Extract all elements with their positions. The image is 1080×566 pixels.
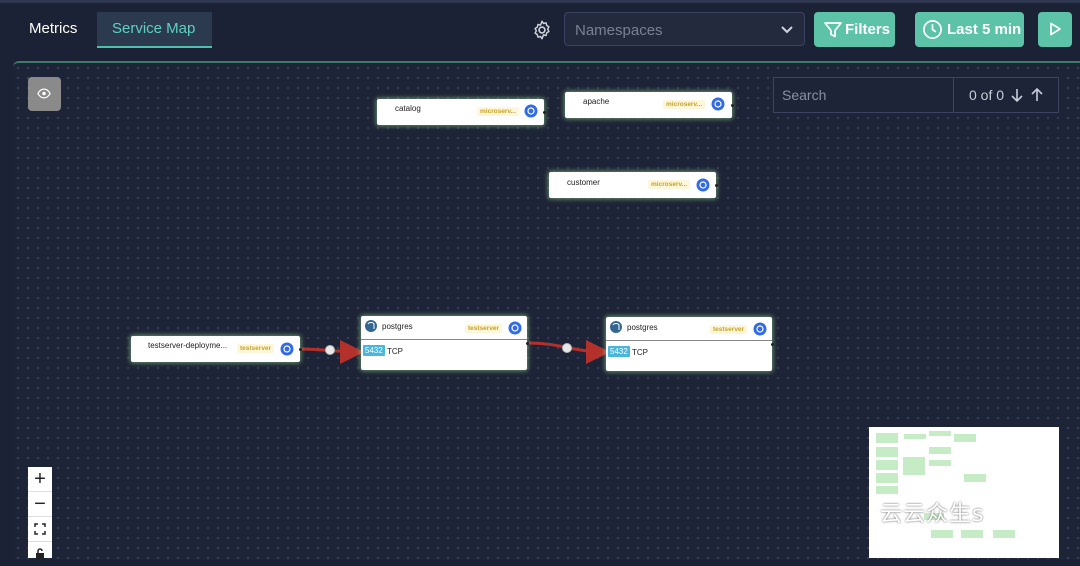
lock-icon xyxy=(36,548,44,559)
connector xyxy=(543,111,546,114)
minimap-node xyxy=(929,460,951,466)
top-border xyxy=(0,0,1080,3)
node-divider xyxy=(361,339,527,340)
tab-service-map[interactable]: Service Map xyxy=(97,12,212,48)
namespace-select[interactable]: Namespaces xyxy=(564,12,805,46)
node-name: customer xyxy=(567,178,600,187)
node-name: testserver-deployme... xyxy=(148,341,228,350)
node-name: apache xyxy=(583,97,610,106)
node-apache[interactable]: apache microserv... xyxy=(565,92,734,118)
minimap-node xyxy=(931,530,953,538)
connector xyxy=(771,343,774,346)
node-name: postgres xyxy=(627,323,658,332)
search-input[interactable] xyxy=(774,78,954,112)
search-result-count: 0 of 0 xyxy=(969,87,1005,103)
node-name: postgres xyxy=(382,322,413,331)
minimap-node xyxy=(964,474,986,482)
play-icon xyxy=(1050,22,1061,36)
kubernetes-icon xyxy=(508,321,522,335)
connector xyxy=(526,342,529,345)
minimap-node xyxy=(903,457,925,475)
fit-view-button[interactable] xyxy=(28,517,52,542)
minimap-node xyxy=(876,460,898,470)
node-divider xyxy=(606,340,772,341)
minimap-node xyxy=(876,433,898,443)
chevron-down-icon xyxy=(781,26,793,34)
protocol-label: TCP xyxy=(632,348,648,357)
node-postgres-1[interactable]: postgres testserver 5432 TCP xyxy=(361,316,529,370)
node-badge: testserver xyxy=(237,344,275,353)
node-customer[interactable]: customer microserv... xyxy=(549,172,718,198)
postgres-icon xyxy=(365,320,377,332)
node-badge: microserv... xyxy=(663,100,706,109)
edge-handle[interactable] xyxy=(562,343,572,353)
minimap-node xyxy=(993,530,1015,538)
minimap[interactable] xyxy=(869,427,1059,558)
time-range-label: Last 5 min xyxy=(947,21,1022,38)
protocol-label: TCP xyxy=(387,347,403,356)
postgres-icon xyxy=(610,321,622,333)
minimap-node xyxy=(904,434,926,439)
kubernetes-icon xyxy=(696,178,710,192)
node-name: catalog xyxy=(395,104,421,113)
filters-button[interactable]: Filters xyxy=(814,12,895,47)
port-badge: 5432 xyxy=(363,345,385,356)
eye-icon xyxy=(37,88,51,99)
connector xyxy=(715,184,718,187)
tab-metrics[interactable]: Metrics xyxy=(29,20,78,37)
toggle-visibility-button[interactable] xyxy=(28,77,61,111)
filters-label: Filters xyxy=(845,21,891,38)
kubernetes-icon xyxy=(753,322,767,336)
kubernetes-icon xyxy=(711,97,725,111)
node-badge: microserv... xyxy=(477,107,520,116)
namespace-placeholder: Namespaces xyxy=(575,22,663,39)
port-badge: 5432 xyxy=(608,346,630,357)
play-button[interactable] xyxy=(1038,12,1072,47)
connector xyxy=(731,104,734,107)
node-badge: microserv... xyxy=(648,180,691,189)
zoom-out-button[interactable]: − xyxy=(28,492,52,517)
minimap-node xyxy=(924,513,944,520)
node-badge: testserver xyxy=(710,325,748,334)
edge-handle[interactable] xyxy=(325,345,335,355)
kubernetes-icon xyxy=(524,104,538,118)
minimap-node xyxy=(876,486,898,494)
node-badge: testserver xyxy=(465,324,503,333)
kubernetes-icon xyxy=(280,342,294,356)
minimap-node xyxy=(876,447,898,457)
minimap-node xyxy=(929,431,951,436)
arrow-up-icon[interactable] xyxy=(1030,87,1044,103)
connector xyxy=(299,348,302,351)
minimap-node xyxy=(876,473,898,483)
gear-icon[interactable] xyxy=(531,19,553,41)
time-range-button[interactable]: Last 5 min xyxy=(915,12,1024,47)
arrow-down-icon[interactable] xyxy=(1010,87,1024,103)
node-catalog[interactable]: catalog microserv... xyxy=(377,99,546,125)
minimap-node xyxy=(961,530,983,538)
minimap-node xyxy=(954,434,976,442)
fit-view-icon xyxy=(34,523,46,535)
filter-icon xyxy=(824,22,842,38)
watermark: 云云众生s xyxy=(880,502,985,527)
node-postgres-2[interactable]: postgres testserver 5432 TCP xyxy=(606,317,774,371)
lock-button[interactable] xyxy=(28,542,52,559)
minimap-node xyxy=(929,447,951,454)
node-testserver-deployment[interactable]: testserver-deployme... testserver xyxy=(131,336,302,362)
clock-icon xyxy=(923,20,942,39)
zoom-in-button[interactable]: + xyxy=(28,467,52,492)
search-box: 0 of 0 xyxy=(773,77,1059,113)
